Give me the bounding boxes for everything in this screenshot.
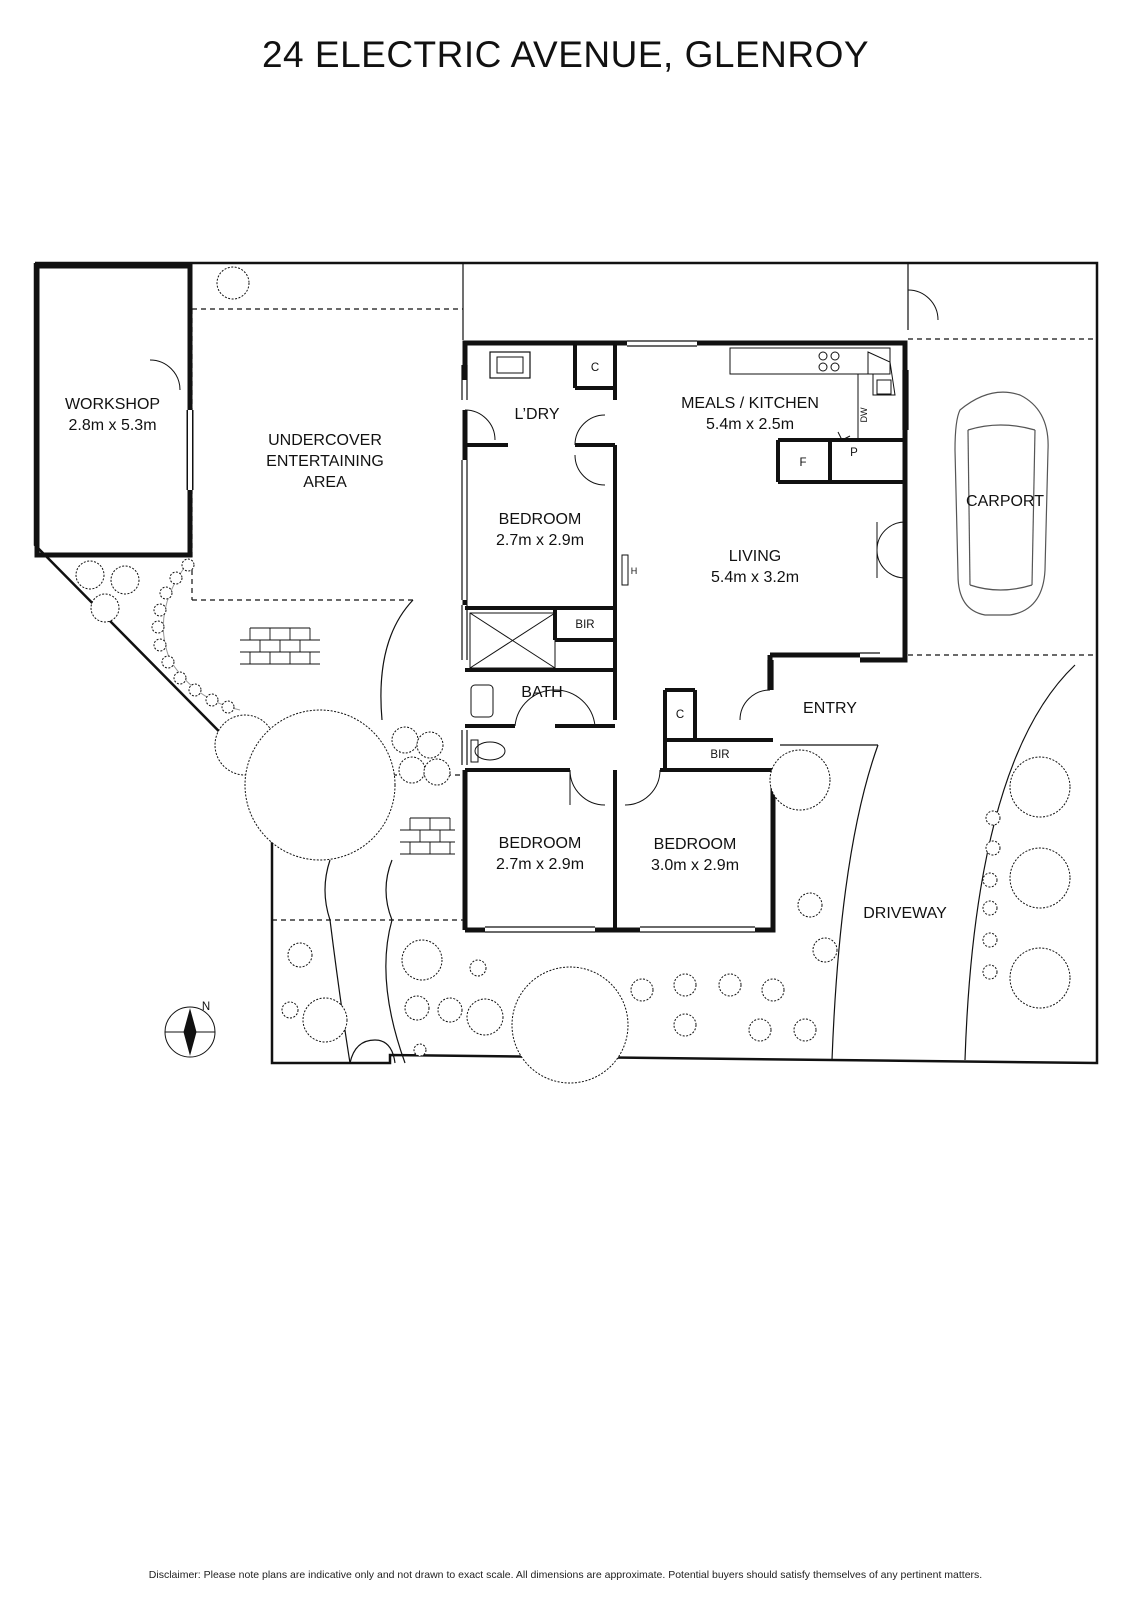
paver-blocks: [240, 627, 455, 855]
entry-label: ENTRY: [803, 700, 857, 717]
heater-label: H: [630, 566, 638, 576]
car-outline: [954, 391, 1049, 616]
laundry-label: L’DRY: [514, 406, 560, 423]
bir-bedroom-1-label: BIR: [575, 619, 595, 631]
fridge-label: F: [799, 457, 807, 469]
driveway-label: DRIVEWAY: [863, 905, 947, 922]
compass-icon: [164, 1006, 216, 1058]
windows: [461, 340, 909, 933]
trees: [75, 266, 1071, 1084]
compass-north-label: N: [201, 1001, 211, 1013]
dishwasher-label: DW: [859, 407, 869, 423]
carport-label: CARPORT: [966, 493, 1044, 510]
disclaimer: Disclaimer: Please note plans are indica…: [148, 1569, 983, 1581]
pantry-label: P: [850, 447, 858, 459]
laundry-cupboard-label: C: [590, 362, 600, 374]
house-walls: [462, 340, 908, 933]
bath-label: BATH: [521, 684, 563, 701]
plan-title: 24 ELECTRIC AVENUE, GLENROY: [261, 34, 870, 75]
hall-cupboard-label: C: [675, 709, 685, 721]
bir-bedroom-3-label: BIR: [710, 749, 730, 761]
site-boundary: [33, 261, 1099, 1065]
door-swings: [464, 409, 906, 806]
